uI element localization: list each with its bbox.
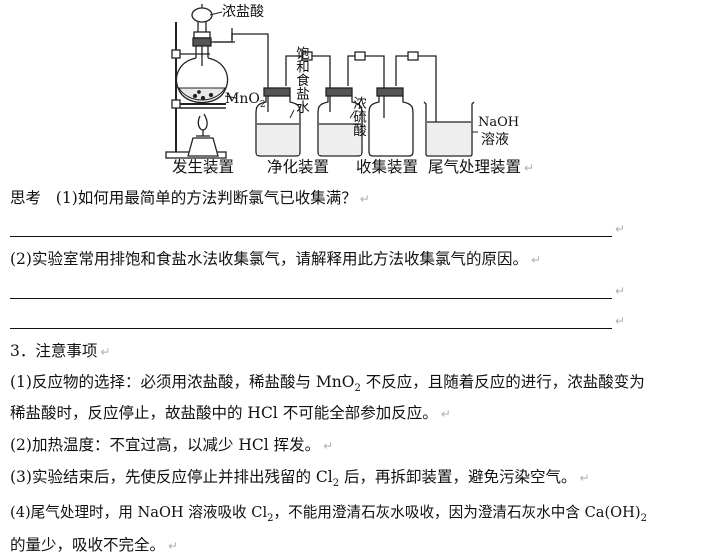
note-3-sub: 2 xyxy=(332,478,340,490)
note-4-sub-1: 2 xyxy=(267,512,274,524)
note-4-part-b: ，不能用澄清石灰水吸收，因为澄清石灰水中含 Ca(OH) xyxy=(273,504,641,521)
paragraph-mark: ↵ xyxy=(168,539,179,553)
separatory-funnel xyxy=(191,4,213,66)
paragraph-mark: ↵ xyxy=(615,284,626,298)
answer-line-2 xyxy=(10,298,612,299)
label-conc-hcl: 浓盐酸 xyxy=(222,4,264,20)
connecting-tubes xyxy=(211,28,437,136)
paragraph-mark: ↵ xyxy=(615,314,626,328)
paragraph-mark: ↵ xyxy=(100,345,111,359)
note-3-part-b: 后，再拆卸装置，避免污染空气。 xyxy=(339,468,577,486)
label-mno2: MnO2 xyxy=(225,91,266,113)
apparatus-drawing xyxy=(165,4,478,159)
note-1-part-a: (1)反应物的选择：必须用浓盐酸，稀盐酸与 MnO xyxy=(10,373,355,391)
note-1-part-c: 稀盐酸时，反应停止，故盐酸中的 HCl 不可能全部参加反应。 xyxy=(10,404,438,422)
think-heading: 思考 xyxy=(10,189,42,207)
label-saturated-brine: 饱和食盐水 xyxy=(293,46,309,114)
wash-bottle-acid xyxy=(317,87,363,157)
paragraph-mark: ↵ xyxy=(615,222,626,236)
paragraph-mark: ↵ xyxy=(579,471,590,485)
label-mno2-sub: 2 xyxy=(259,99,266,110)
label-mno2-text: MnO xyxy=(225,91,260,107)
note-4-sub-2: 2 xyxy=(640,512,647,524)
note-1-sub: 2 xyxy=(354,383,361,395)
paragraph-mark: ↵ xyxy=(359,192,370,206)
label-conc-h2so4: 浓硫酸 xyxy=(350,96,366,137)
think-q2: (2)实验室常用排饱和食盐水法收集氯气，请解释用此方法收集氯气的原因。↵ xyxy=(10,249,541,270)
note-4-line-1: (4)尾气处理时，用 NaOH 溶液吸收 Cl2，不能用澄清石灰水吸收，因为澄清… xyxy=(10,503,647,529)
caption-generation: 发生装置 xyxy=(172,158,235,176)
caption-tail-text: 尾气处理装置 xyxy=(428,158,522,176)
caption-tail-gas: 尾气处理装置↵ xyxy=(428,157,534,178)
think-q2-text: (2)实验室常用排饱和食盐水法收集氯气，请解释用此方法收集氯气的原因。 xyxy=(10,250,528,268)
paragraph-mark: ↵ xyxy=(530,253,542,267)
collection-bottle xyxy=(368,87,414,157)
note-4-part-c: 的量少，吸收不完全。 xyxy=(10,536,166,554)
note-2-text: (2)加热温度：不宜过高，以减少 HCl 挥发。 xyxy=(10,436,321,454)
paragraph-mark: ↵ xyxy=(440,407,451,421)
answer-line-1 xyxy=(10,236,612,237)
alcohol-lamp xyxy=(187,113,219,157)
note-4-part-a: (4)尾气处理时，用 NaOH 溶液吸收 Cl xyxy=(10,504,268,521)
wash-bottle-brine xyxy=(255,87,301,157)
note-3: (3)实验结束后，先使反应停止并排出残留的 Cl2 后，再拆卸装置，避免污染空气… xyxy=(10,467,590,494)
paragraph-mark: ↵ xyxy=(524,161,535,175)
note-3-part-a: (3)实验结束后，先使反应停止并排出残留的 Cl xyxy=(10,468,333,486)
paragraph-mark: ↵ xyxy=(323,439,334,453)
label-naoh-solution: 溶液 xyxy=(481,132,509,148)
note-1-line-2: 稀盐酸时，反应停止，故盐酸中的 HCl 不可能全部参加反应。↵ xyxy=(10,403,451,424)
think-q1-text: (1)如何用最简单的方法判断氯气已收集满？ xyxy=(55,189,357,207)
note-1-line-1: (1)反应物的选择：必须用浓盐酸，稀盐酸与 MnO2 不反应，且随着反应的进行，… xyxy=(10,372,645,399)
beaker xyxy=(423,101,478,157)
note-4-line-2: 的量少，吸收不完全。↵ xyxy=(10,535,178,556)
notes-title: 3．注意事项↵ xyxy=(10,341,110,362)
note-2: (2)加热温度：不宜过高，以减少 HCl 挥发。↵ xyxy=(10,435,333,456)
caption-purification: 净化装置 xyxy=(267,158,330,176)
note-1-part-b: 不反应，且随着反应的进行，浓盐酸变为 xyxy=(360,373,645,391)
label-naoh: NaOH xyxy=(478,115,520,130)
caption-collection: 收集装置 xyxy=(356,158,419,176)
think-q1: 思考 (1)如何用最简单的方法判断氯气已收集满？↵ xyxy=(10,188,370,209)
answer-line-3 xyxy=(10,328,612,329)
notes-title-text: 3．注意事项 xyxy=(10,342,98,360)
